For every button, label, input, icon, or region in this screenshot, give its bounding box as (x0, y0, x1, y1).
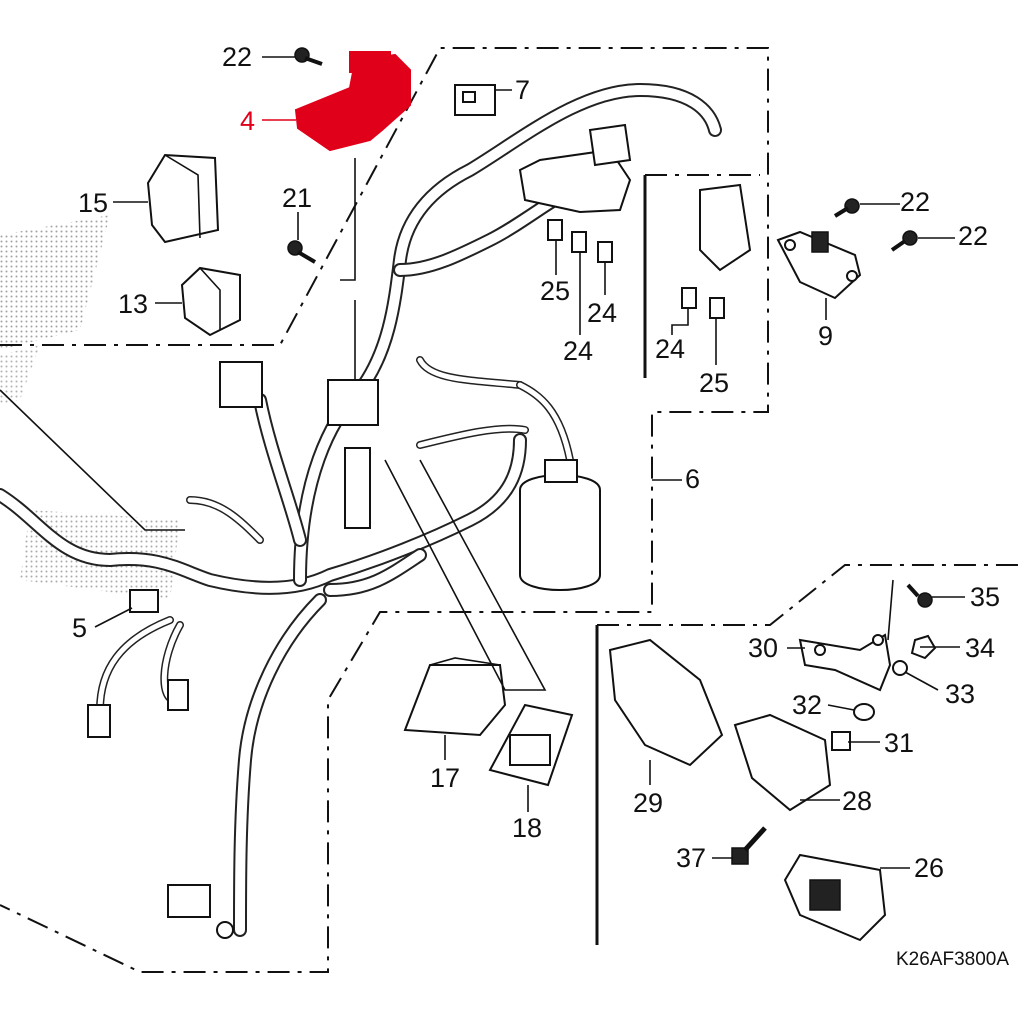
stipple-shading (0, 215, 180, 600)
harness-branches (96, 356, 574, 714)
part-17-unit (403, 657, 507, 737)
callout-4: 4 (240, 106, 255, 136)
callout-35: 35 (970, 582, 1000, 612)
bolt-22-right-a (833, 198, 860, 218)
callout-26: 26 (914, 853, 944, 883)
callout-17: 17 (430, 763, 460, 793)
connector-bottom-left (87, 679, 189, 738)
part-15-relay (146, 153, 220, 244)
part-9-sensor (776, 230, 862, 300)
callout-15: 15 (78, 188, 108, 218)
callout-5: 5 (72, 613, 87, 643)
bolts (287, 47, 933, 865)
callout-37: 37 (676, 843, 706, 873)
callout-25b: 25 (699, 368, 729, 398)
connector-bottom (167, 884, 234, 939)
callout-30: 30 (748, 633, 778, 663)
part-7-connector (454, 84, 496, 116)
callout-32: 32 (792, 690, 822, 720)
callout-7: 7 (515, 75, 530, 105)
callout-24a: 24 (587, 298, 617, 328)
part-30-stay (798, 633, 892, 692)
callout-24c: 24 (655, 334, 685, 364)
fuse-24-25-set (547, 219, 725, 319)
part-13-relay (180, 266, 241, 337)
callout-6: 6 (685, 464, 700, 494)
callout-31: 31 (884, 728, 914, 758)
diagram-code: K26AF3800A (896, 949, 1009, 970)
callout-18: 18 (512, 813, 542, 843)
part-33-washer (892, 660, 908, 676)
callout-28: 28 (842, 786, 872, 816)
part-31-collar (831, 731, 851, 751)
part-18-cover (488, 703, 574, 787)
part-32-grommet (853, 703, 875, 721)
assembly-boundaries (0, 47, 1024, 973)
callout-34: 34 (965, 633, 995, 663)
callout-21: 21 (282, 183, 312, 213)
fuse-box-main (518, 123, 632, 214)
callout-9: 9 (818, 321, 833, 351)
callout-22a: 22 (222, 42, 252, 72)
part-29-cover (608, 638, 724, 767)
connector-left (219, 361, 263, 408)
part-26-unit (783, 853, 887, 942)
bolt-35 (906, 583, 933, 608)
part-5-connector (129, 589, 159, 613)
callout-22b: 22 (900, 187, 930, 217)
part-4-relay-box[interactable] (294, 51, 411, 152)
bolt-37 (731, 826, 767, 865)
connector-middle (327, 379, 379, 529)
callout-24b: 24 (563, 336, 593, 366)
fuse-box-sub (699, 183, 752, 272)
parts (87, 84, 937, 942)
part-28-bracket (733, 713, 832, 812)
bolt-21 (287, 240, 317, 264)
leader-lines (0, 56, 965, 869)
callout-25a: 25 (540, 276, 570, 306)
callout-29: 29 (633, 788, 663, 818)
callout-13: 13 (118, 289, 148, 319)
callout-33: 33 (945, 679, 975, 709)
part-6-canister (519, 459, 601, 591)
callout-labels: 22 4 7 15 21 13 22 22 25 24 24 24 25 9 6… (72, 42, 1009, 970)
callout-22c: 22 (958, 221, 988, 251)
bolt-22-right-b (890, 230, 918, 252)
bolt-22-top (294, 47, 323, 66)
